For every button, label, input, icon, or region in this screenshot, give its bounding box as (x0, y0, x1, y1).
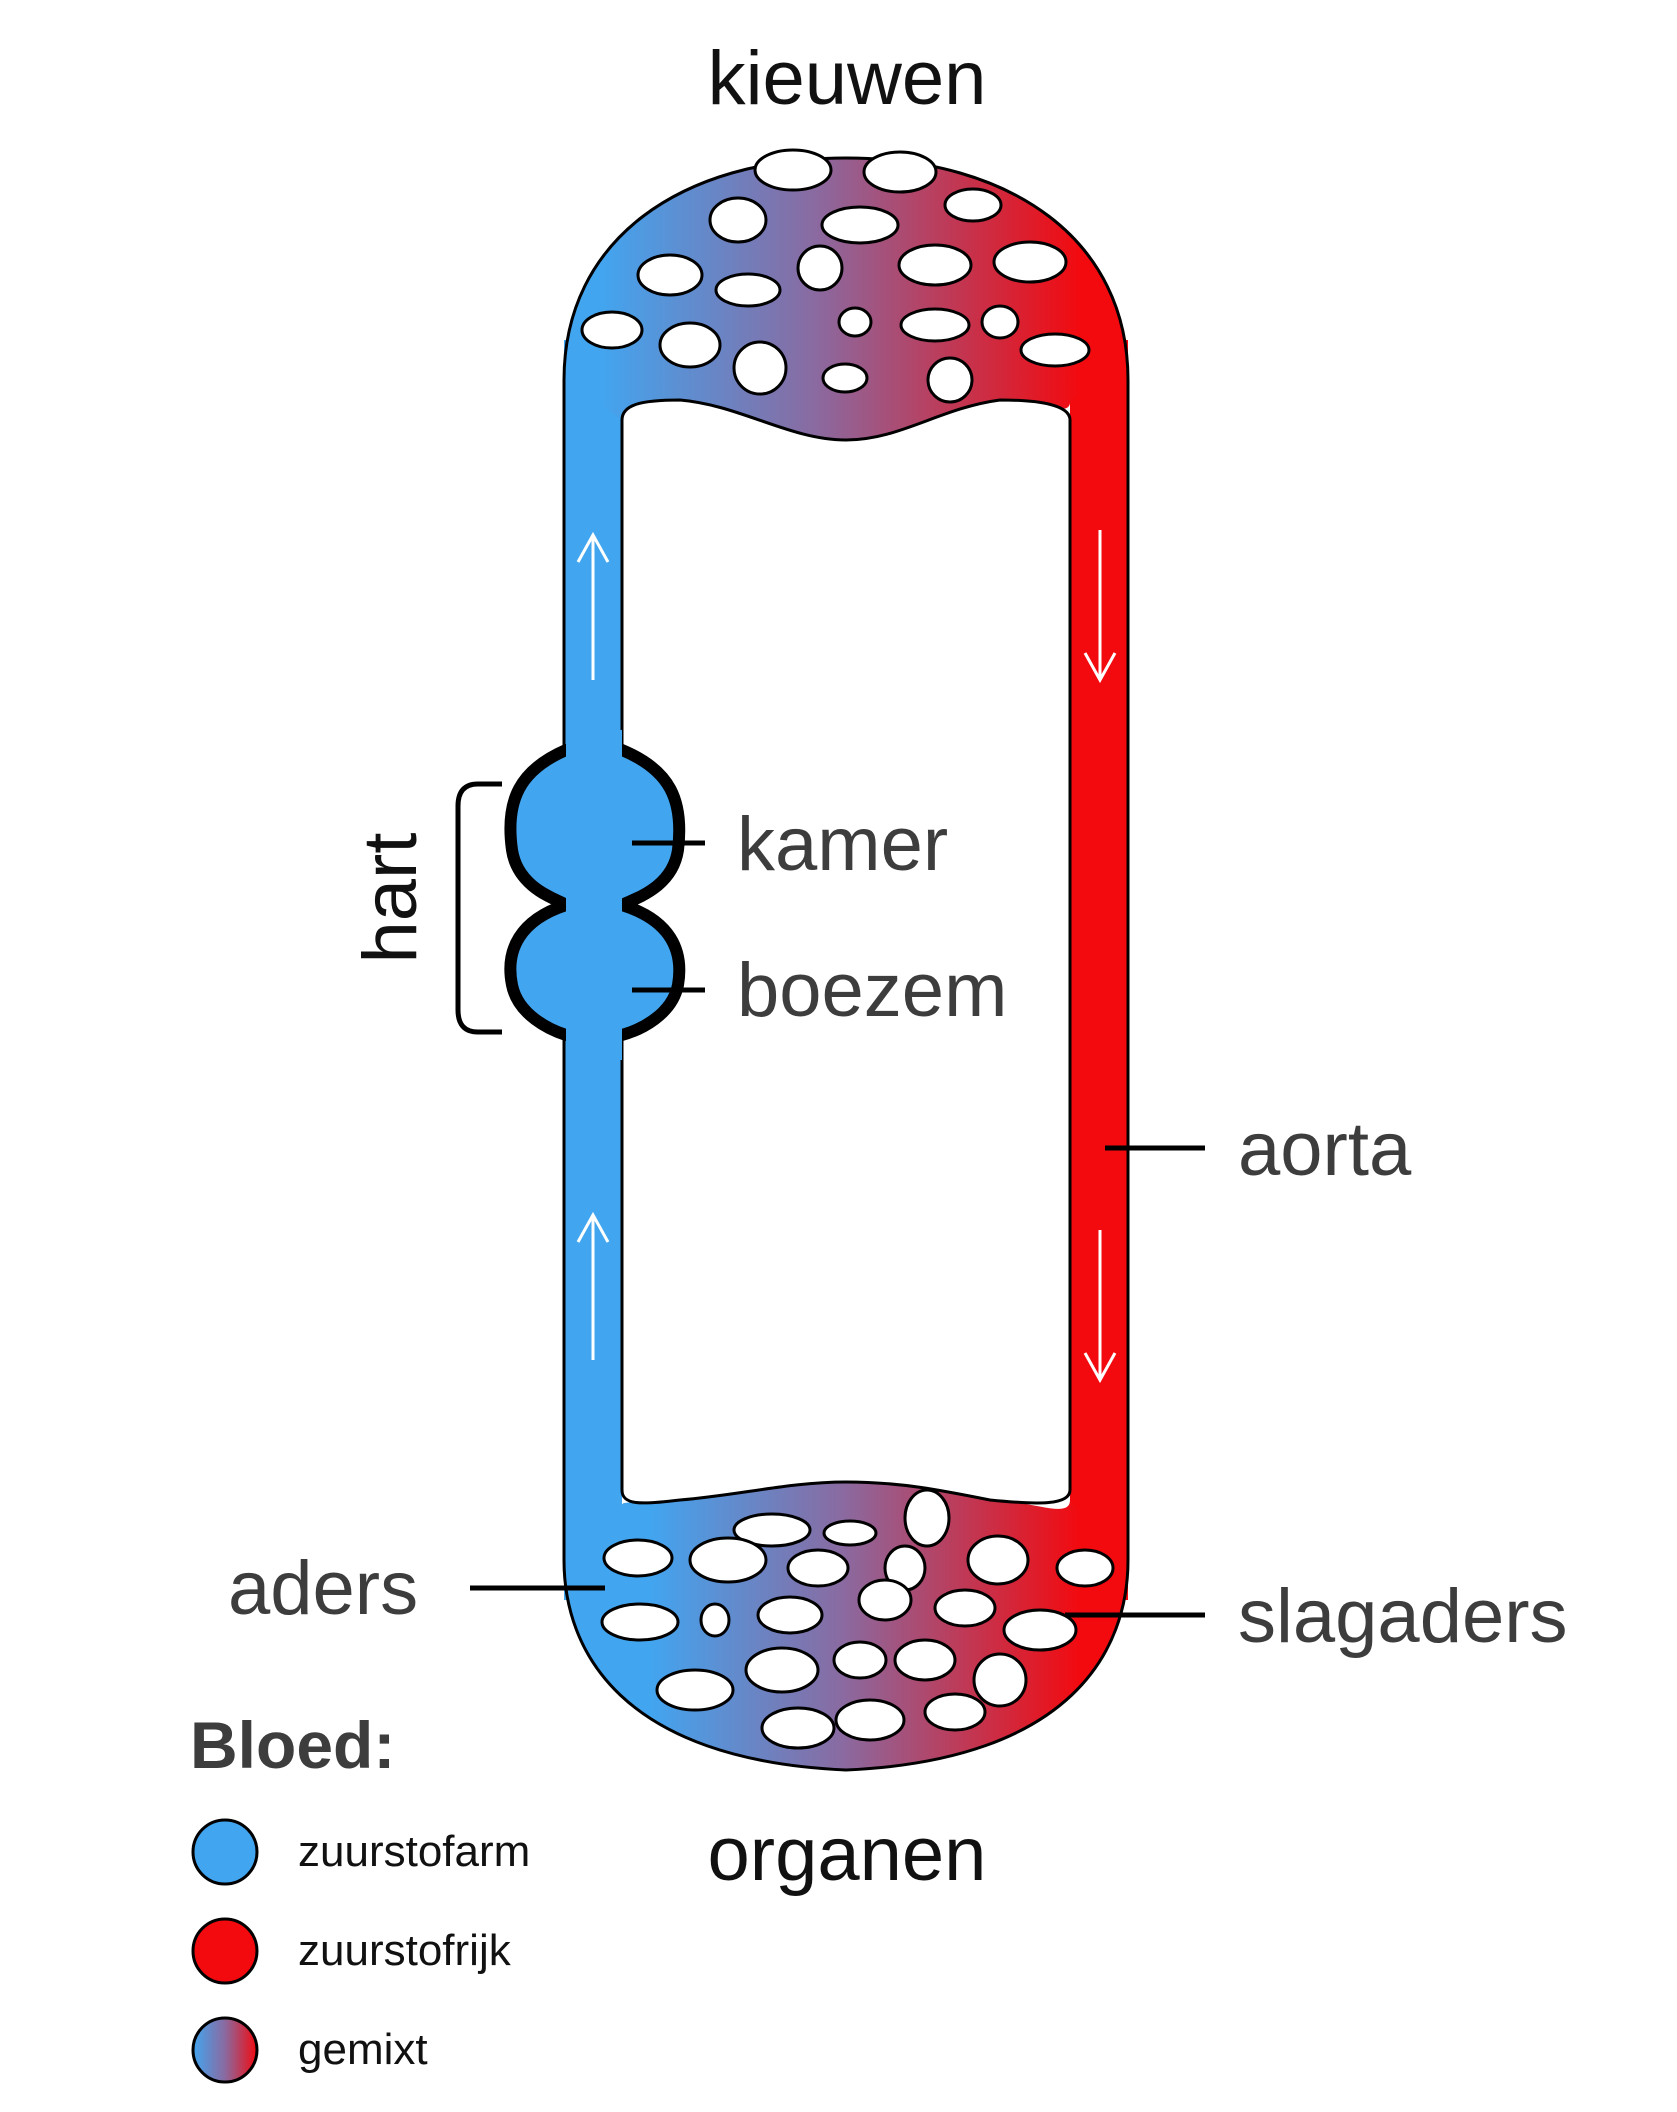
heart-bracket (455, 781, 502, 1035)
label-atrium: boezem (737, 948, 1007, 1033)
legend-title: Bloed: (190, 1708, 395, 1782)
organ-gaps (600, 1488, 1115, 1750)
inner-space (620, 398, 1072, 1505)
arrow-up-icon (576, 1211, 610, 1360)
label-aorta: aorta (1238, 1107, 1412, 1192)
legend-label: zuurstofarm (298, 1827, 530, 1876)
leader-lines (470, 840, 1205, 1618)
vessel-outline (562, 156, 1130, 1772)
arrow-down-icon (1083, 530, 1117, 684)
gill-capillary-bed (564, 158, 1128, 440)
legend-label: zuurstofrijk (298, 1926, 512, 1975)
label-veins: aders (228, 1546, 418, 1631)
label-heart: hart (348, 833, 433, 964)
right-vessel (1070, 340, 1128, 1600)
label-ventricle: kamer (737, 802, 948, 887)
legend-swatch-mixed (191, 2016, 259, 2084)
arrow-down-icon (1083, 1230, 1117, 1384)
gill-gaps (580, 148, 1091, 404)
label-organs: organen (708, 1812, 987, 1897)
label-gills: kieuwen (708, 36, 987, 121)
label-arteries: slagaders (1238, 1574, 1568, 1659)
legend-swatch-oxygen-poor (191, 1818, 259, 1886)
legend-swatch-oxygen-rich (191, 1917, 259, 1985)
flow-arrows (576, 530, 1117, 1384)
heart (504, 730, 686, 1060)
legend-label: gemixt (298, 2025, 428, 2074)
legend: Bloed: zuurstofarm zuurstofrijk gemixt (190, 1708, 530, 2084)
arrow-up-icon (576, 531, 610, 680)
